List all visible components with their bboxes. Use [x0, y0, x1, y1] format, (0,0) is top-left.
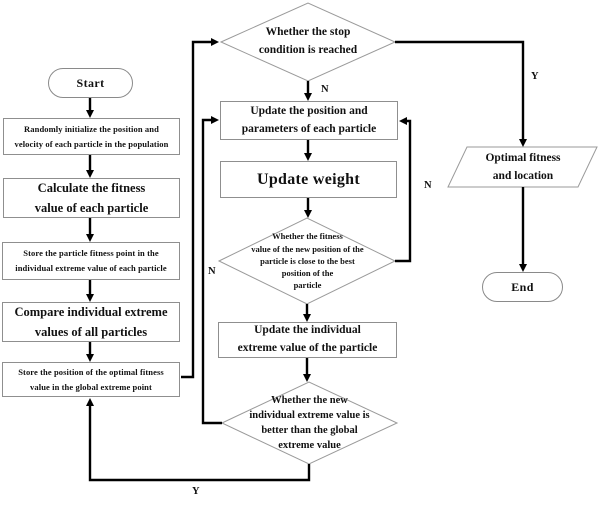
process-store-individual-extreme: Store the particle fitness point in the …: [2, 242, 180, 280]
decision-fitness-close-diamond: [217, 217, 397, 305]
branch-label-stop-no: N: [321, 84, 329, 95]
end-label: End: [511, 279, 534, 294]
branch-label-new-better-yes: Y: [192, 486, 200, 497]
decision-new-better-label: Whether the new individual extreme value…: [249, 394, 370, 452]
process-calculate-fitness-label: Calculate the fitness value of each part…: [34, 181, 149, 215]
process-store-global-extreme-label: Store the position of the optimal fitnes…: [18, 366, 164, 392]
start-terminator: Start: [48, 68, 133, 98]
branch-label-stop-yes: Y: [531, 71, 539, 82]
branch-label-fitness-close-no: N: [424, 180, 432, 191]
decision-fitness-close-label: Whether the fitness value of the new pos…: [251, 231, 364, 291]
start-label: Start: [76, 75, 105, 90]
decision-stop-condition-diamond: [219, 2, 397, 82]
process-update-individual-extreme: Update the individual extreme value of t…: [218, 322, 397, 358]
branch-label-new-better-no: N: [208, 266, 216, 277]
process-initialize-particles-label: Randomly initialize the position and vel…: [14, 123, 169, 149]
io-optimal-output-label: Optimal fitness and location: [485, 151, 561, 182]
process-store-global-extreme: Store the position of the optimal fitnes…: [2, 362, 180, 397]
process-compare-extremes: Compare individual extreme values of all…: [2, 302, 180, 342]
process-initialize-particles: Randomly initialize the position and vel…: [3, 118, 180, 155]
process-update-individual-extreme-label: Update the individual extreme value of t…: [237, 324, 378, 354]
process-update-weight: Update weight: [220, 161, 397, 198]
process-update-weight-label: Update weight: [256, 170, 360, 188]
process-calculate-fitness: Calculate the fitness value of each part…: [3, 178, 180, 218]
process-store-individual-extreme-label: Store the particle fitness point in the …: [15, 248, 167, 273]
io-optimal-output-parallelogram: [447, 146, 598, 188]
end-terminator: End: [482, 272, 563, 302]
process-update-position-label: Update the position and parameters of ea…: [241, 104, 377, 135]
decision-stop-condition-label: Whether the stop condition is reached: [258, 26, 358, 56]
process-update-position: Update the position and parameters of ea…: [220, 101, 398, 140]
process-compare-extremes-label: Compare individual extreme values of all…: [14, 305, 168, 339]
decision-new-better-diamond: [220, 381, 399, 465]
